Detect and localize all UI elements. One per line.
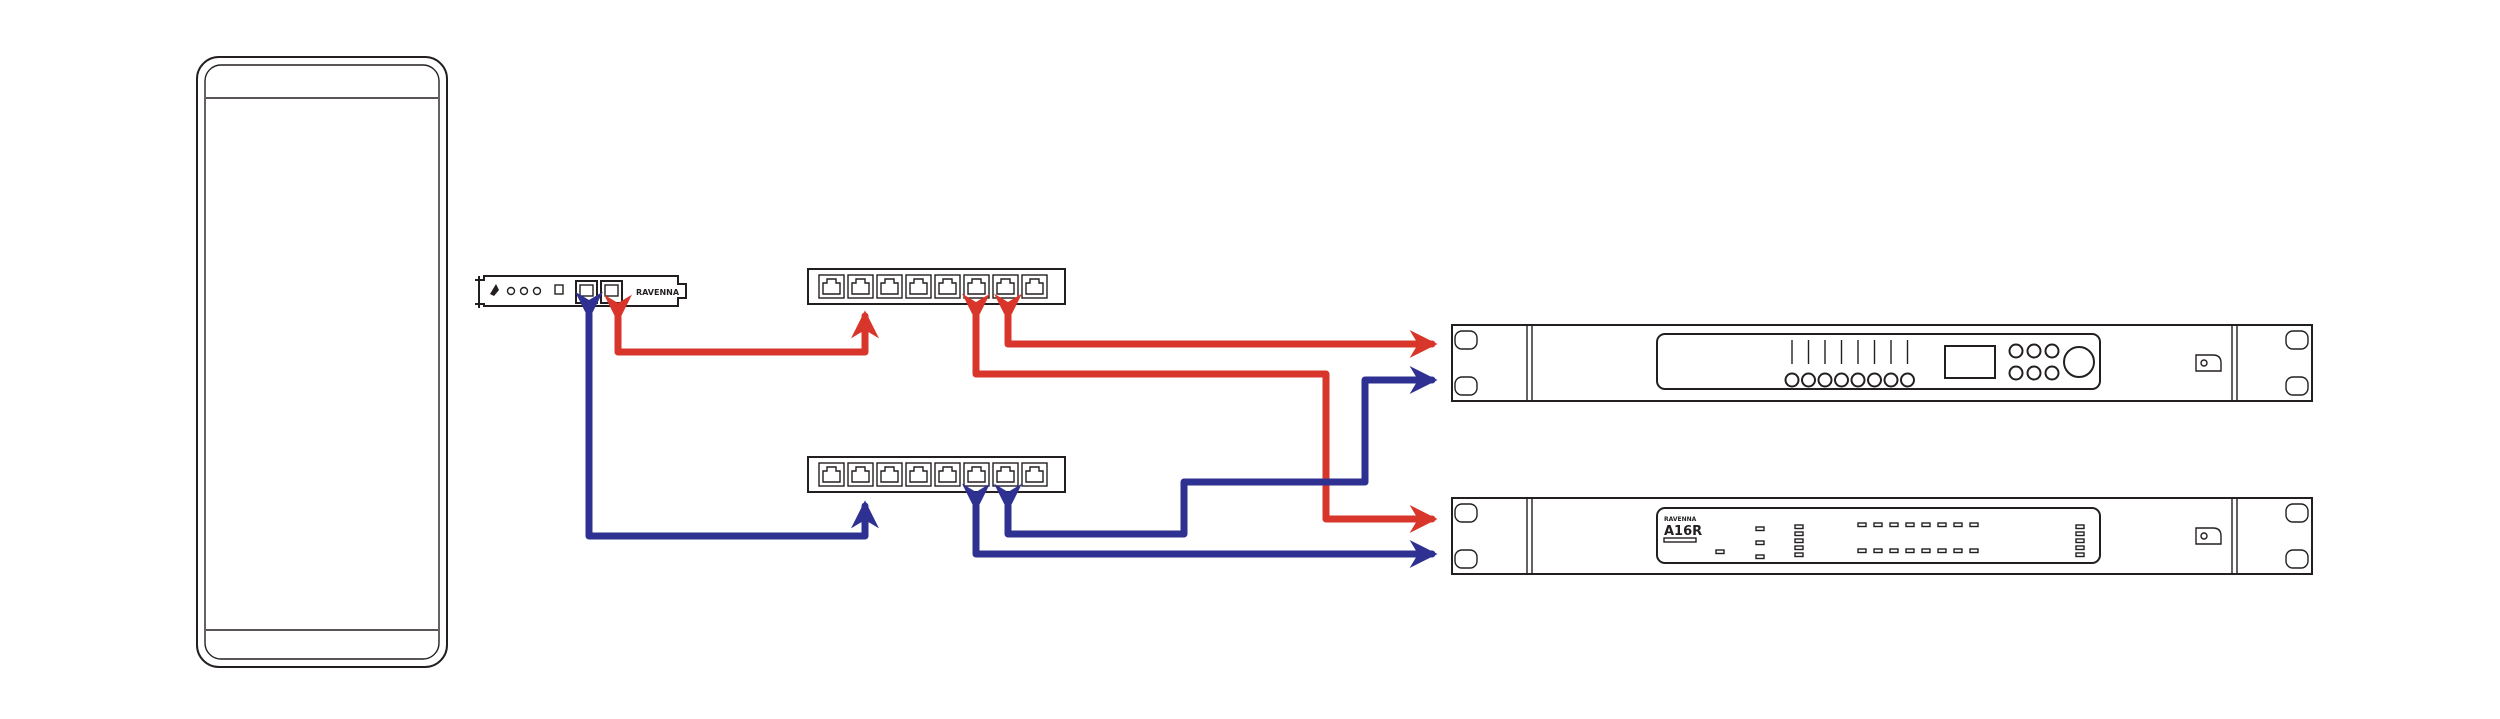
rj45-port-icon xyxy=(992,462,1019,487)
rj45-port-icon xyxy=(818,462,845,487)
rj45-port-icon xyxy=(992,274,1019,299)
led-indicator-icon xyxy=(1794,545,1804,551)
led-indicator-icon xyxy=(1857,522,1867,528)
amp-model-label: A16R xyxy=(1664,524,1702,539)
led-indicator-icon xyxy=(1794,524,1804,530)
rj45-port-icon xyxy=(905,462,932,487)
card-port-secondary xyxy=(600,280,623,304)
led-indicator-icon xyxy=(1921,548,1931,554)
led-indicator-icon xyxy=(1953,548,1963,554)
card-port-primary xyxy=(575,280,598,304)
led-indicator-icon xyxy=(1889,522,1899,528)
led-indicator-icon xyxy=(2075,524,2085,530)
rack-ear-icon xyxy=(2285,503,2309,523)
rj45-port-icon xyxy=(1021,274,1048,299)
dsp-channel-knob-icon xyxy=(1784,372,1800,388)
led-indicator-icon xyxy=(1873,548,1883,554)
cable-card-to-switch-primary xyxy=(604,294,879,356)
rj45-port-icon xyxy=(876,274,903,299)
rj45-port-icon xyxy=(818,274,845,299)
rj45-port-icon xyxy=(876,462,903,487)
card-logo-icon xyxy=(490,284,499,296)
amp-brand-label: RAVENNA xyxy=(1664,516,1697,523)
led-indicator-icon xyxy=(1969,548,1979,554)
card-brand-label: RAVENNA xyxy=(636,288,680,297)
cable-switch-to-dsp-primary xyxy=(994,293,1438,358)
led-indicator-icon xyxy=(2075,538,2085,544)
dsp-knob-icon xyxy=(2008,365,2024,381)
card-led-icon xyxy=(506,286,516,296)
led-indicator-icon xyxy=(1755,554,1765,560)
rack-ear-icon xyxy=(1454,330,1478,350)
dsp-channel-knob-icon xyxy=(1834,372,1849,388)
dsp-knob-icon xyxy=(2026,343,2042,359)
led-indicator-icon xyxy=(2075,531,2085,537)
led-indicator-icon xyxy=(1794,531,1804,537)
rj45-port-icon xyxy=(934,462,961,487)
rack-handle-icon xyxy=(2195,527,2222,545)
rack-ear-icon xyxy=(2285,376,2309,396)
dsp-main-knob-icon xyxy=(2063,346,2095,378)
rack-ear-icon xyxy=(1454,549,1478,569)
dsp-knob-icon xyxy=(2044,365,2060,381)
led-indicator-icon xyxy=(1889,548,1899,554)
cable-card-to-switch-secondary xyxy=(575,291,879,540)
card-led-icon xyxy=(519,286,529,296)
rj45-port-icon xyxy=(847,462,874,487)
led-indicator-icon xyxy=(1953,522,1963,528)
led-indicator-icon xyxy=(1857,548,1867,554)
rack-ear-icon xyxy=(1454,503,1478,523)
network-switch-primary xyxy=(807,268,1066,305)
rj45-port-icon xyxy=(1021,462,1048,487)
amplifier: RAVENNA A16R xyxy=(1451,497,2313,575)
led-indicator-icon xyxy=(1937,522,1947,528)
dsp-channel-knob-icon xyxy=(1850,372,1866,388)
dsp-display xyxy=(1944,345,1996,379)
led-indicator-icon xyxy=(1755,526,1765,532)
computer-tower xyxy=(196,56,448,668)
dsp-channel-knob-icon xyxy=(1867,372,1882,388)
led-indicator-icon xyxy=(1873,522,1883,528)
led-indicator-icon xyxy=(1794,552,1804,558)
rack-ear-icon xyxy=(1454,376,1478,396)
cable-switch-to-dsp-secondary xyxy=(994,366,1438,538)
dsp-channel-knob-icon xyxy=(1900,372,1915,388)
rj45-port-icon xyxy=(905,274,932,299)
network-card: RAVENNA xyxy=(475,275,687,308)
dsp-knob-icon xyxy=(2008,343,2024,359)
rj45-port-icon xyxy=(963,274,990,299)
rack-ear-icon xyxy=(2285,330,2309,350)
dsp-channel-knob-icon xyxy=(1817,372,1833,388)
primary-network-cables xyxy=(604,293,1438,533)
dsp-knob-icon xyxy=(2026,365,2042,381)
network-switch-secondary xyxy=(807,456,1066,493)
card-led-icon xyxy=(532,286,542,296)
rack-ear-icon xyxy=(2285,549,2309,569)
led-indicator-icon xyxy=(1905,522,1915,528)
dsp-knob-icon xyxy=(2044,343,2060,359)
secondary-network-cables xyxy=(575,291,1438,568)
led-indicator-icon xyxy=(1937,548,1947,554)
dsp-channel-knob-icon xyxy=(1883,372,1899,388)
led-indicator-icon xyxy=(1715,549,1725,555)
dsp-processor xyxy=(1451,324,2313,402)
led-indicator-icon xyxy=(1921,522,1931,528)
led-indicator-icon xyxy=(2075,552,2085,558)
rj45-port-icon xyxy=(963,462,990,487)
led-indicator-icon xyxy=(1905,548,1915,554)
led-indicator-icon xyxy=(1755,540,1765,546)
dsp-channel-knob-icon xyxy=(1801,372,1816,388)
cable-switch-to-amp-secondary xyxy=(962,483,1438,568)
rack-handle-icon xyxy=(2195,354,2222,372)
led-indicator-icon xyxy=(1969,522,1979,528)
led-indicator-icon xyxy=(2075,545,2085,551)
rj45-port-icon xyxy=(934,274,961,299)
rj45-port-icon xyxy=(847,274,874,299)
led-indicator-icon xyxy=(1794,538,1804,544)
